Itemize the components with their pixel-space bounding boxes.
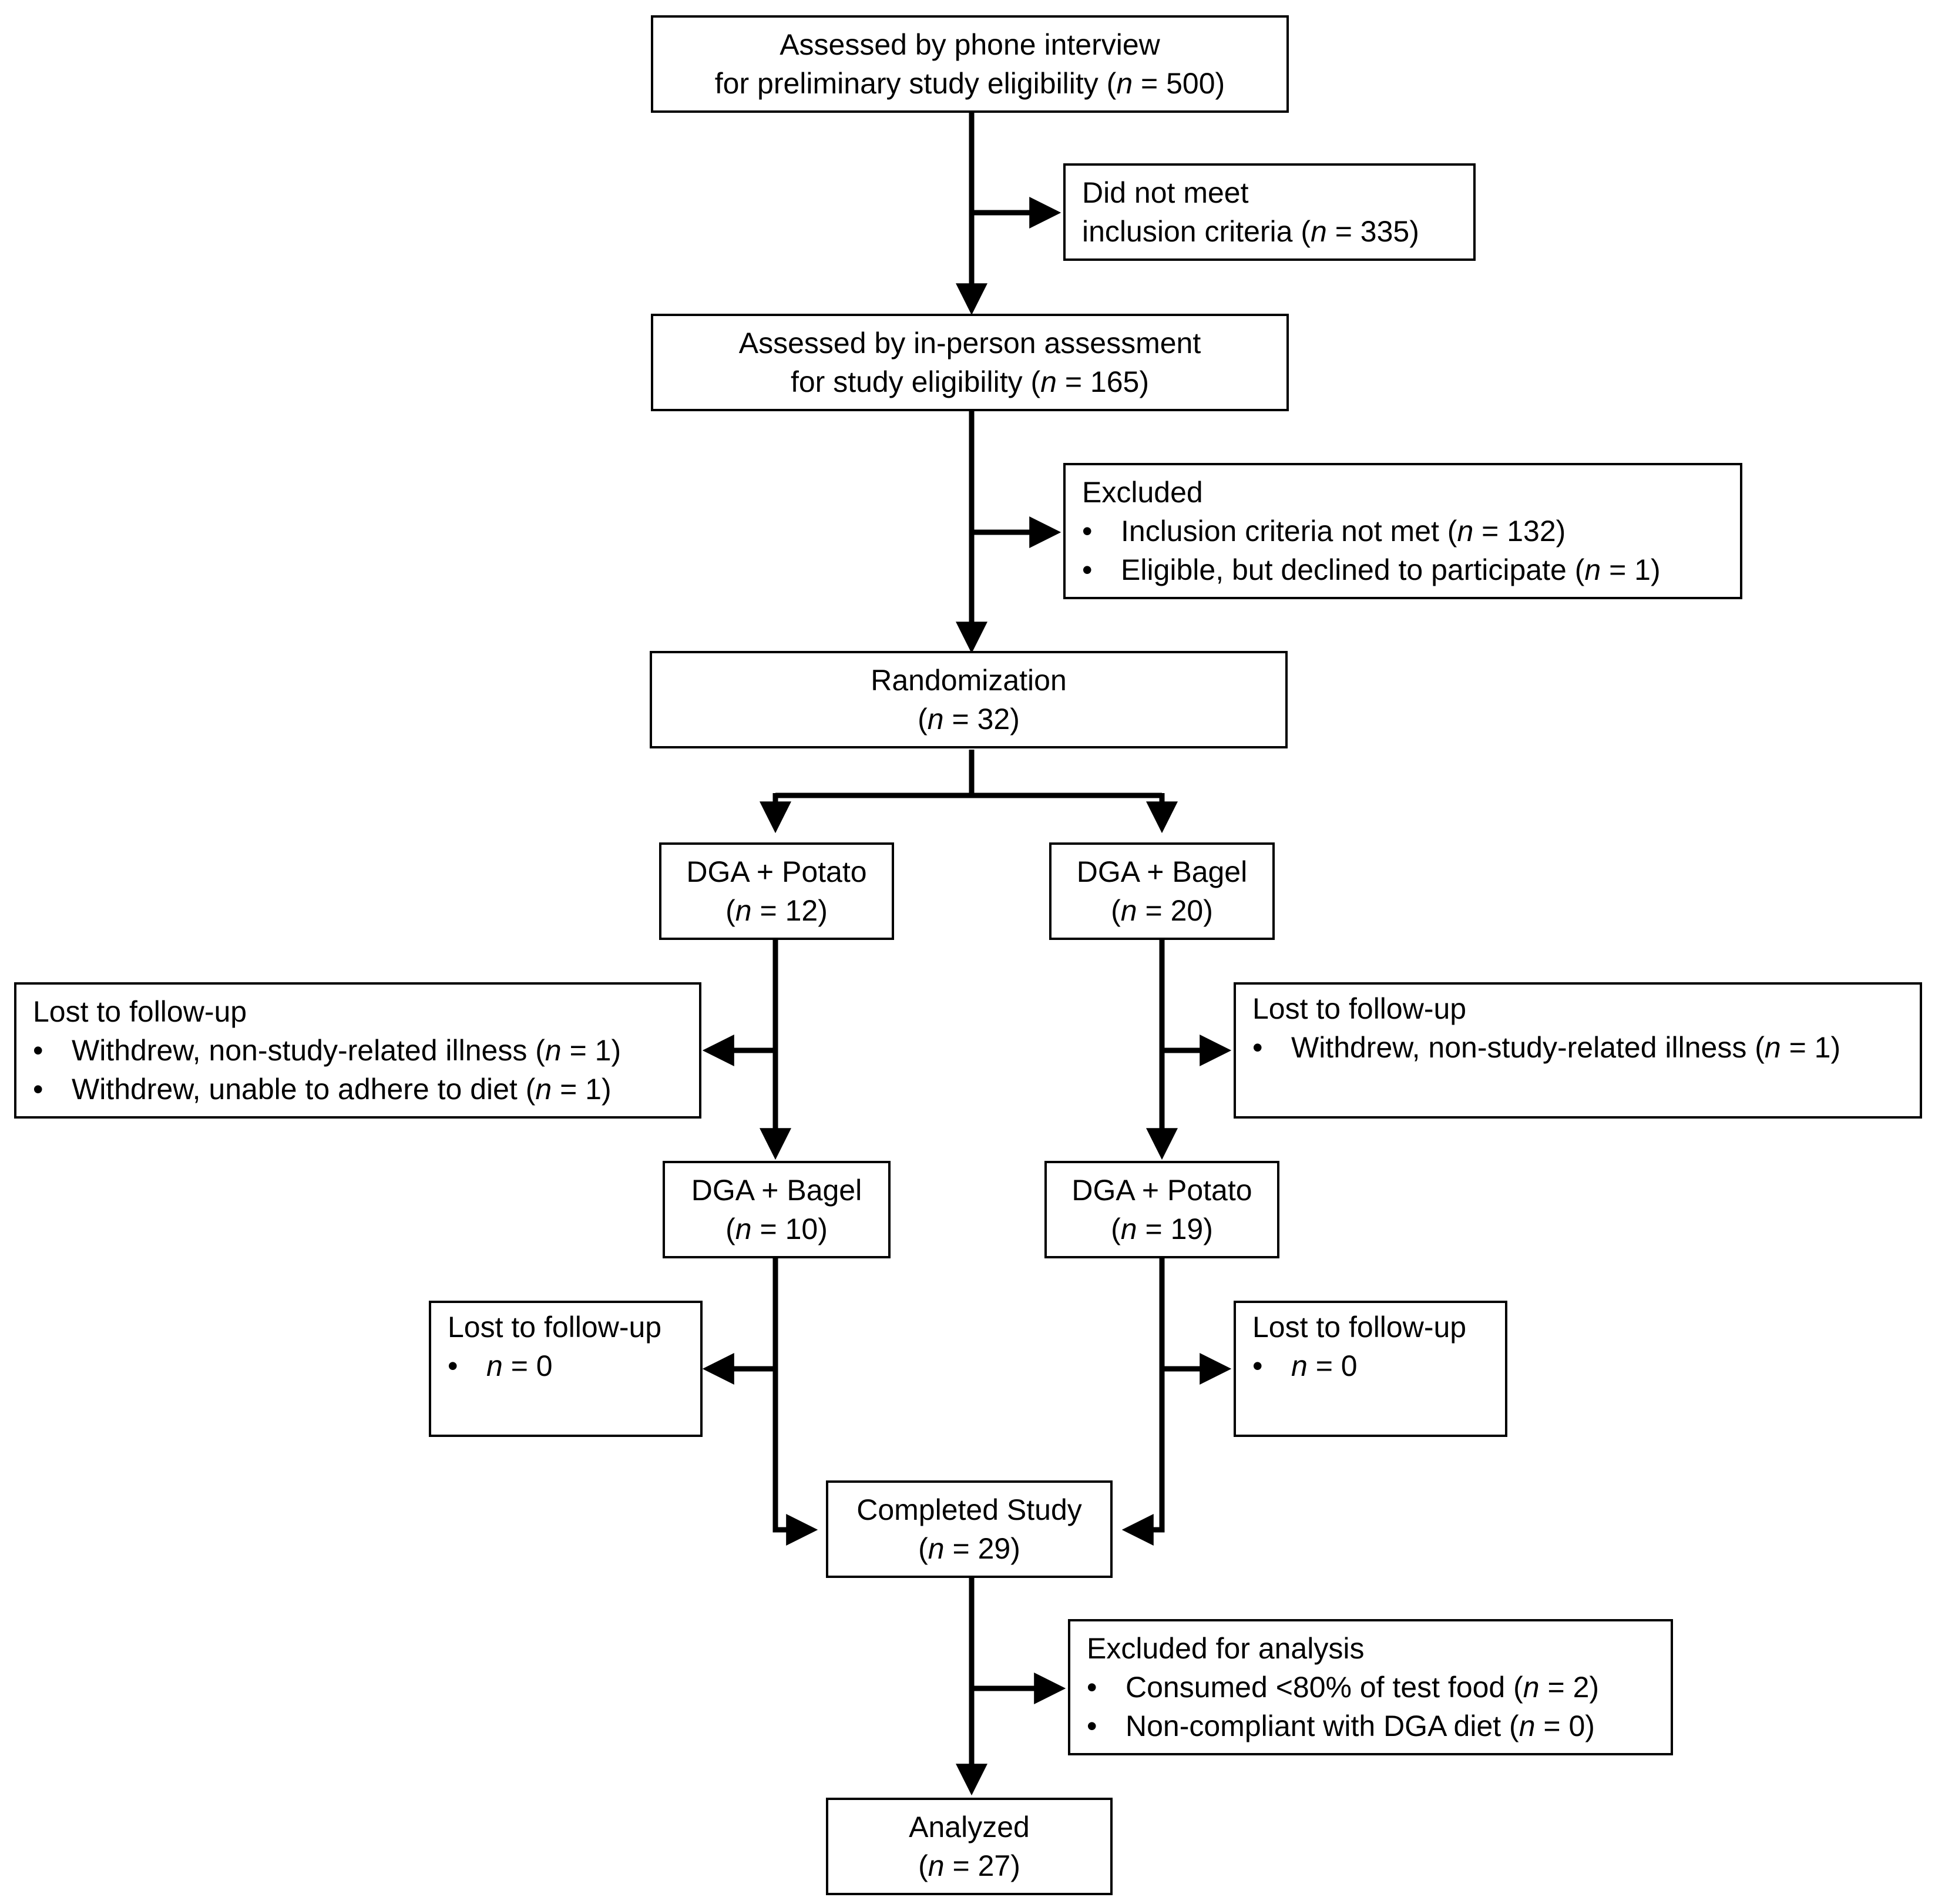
box-completed-study: Completed Study (n = 29) <box>826 1480 1113 1578</box>
box-right-dga-bagel: DGA + Bagel (n = 20) <box>1049 842 1275 940</box>
box-analyzed: Analyzed (n = 27) <box>826 1798 1113 1895</box>
box-lost-right-1: Lost to follow-up •Withdrew, non-study-r… <box>1234 982 1922 1119</box>
box-phone-interview: Assessed by phone interview for prelimin… <box>651 15 1289 113</box>
left2-to-completed <box>772 1258 818 1546</box>
box-right-dga-potato: DGA + Potato (n = 19) <box>1044 1161 1279 1258</box>
box-excluded: Excluded •Inclusion criteria not met (n … <box>1063 463 1742 599</box>
box-lost-left-2: Lost to follow-up •n = 0 <box>429 1301 703 1437</box>
box-excluded-for-analysis: Excluded for analysis •Consumed <80% of … <box>1068 1619 1673 1755</box>
box-left-dga-potato: DGA + Potato (n = 12) <box>659 842 894 940</box>
box-lost-left-1: Lost to follow-up •Withdrew, non-study-r… <box>14 982 701 1119</box>
box-left-dga-bagel: DGA + Bagel (n = 10) <box>663 1161 891 1258</box>
box-inperson-assessment: Assessed by in-person assessment for stu… <box>651 314 1289 411</box>
right2-to-completed <box>1121 1258 1165 1546</box>
box-did-not-meet: Did not meet inclusion criteria (n = 335… <box>1063 163 1476 261</box>
phone-line-1: Assessed by phone interview <box>780 28 1160 61</box>
box-lost-right-2: Lost to follow-up •n = 0 <box>1234 1301 1507 1437</box>
box-randomization: Randomization (n = 32) <box>650 651 1288 748</box>
